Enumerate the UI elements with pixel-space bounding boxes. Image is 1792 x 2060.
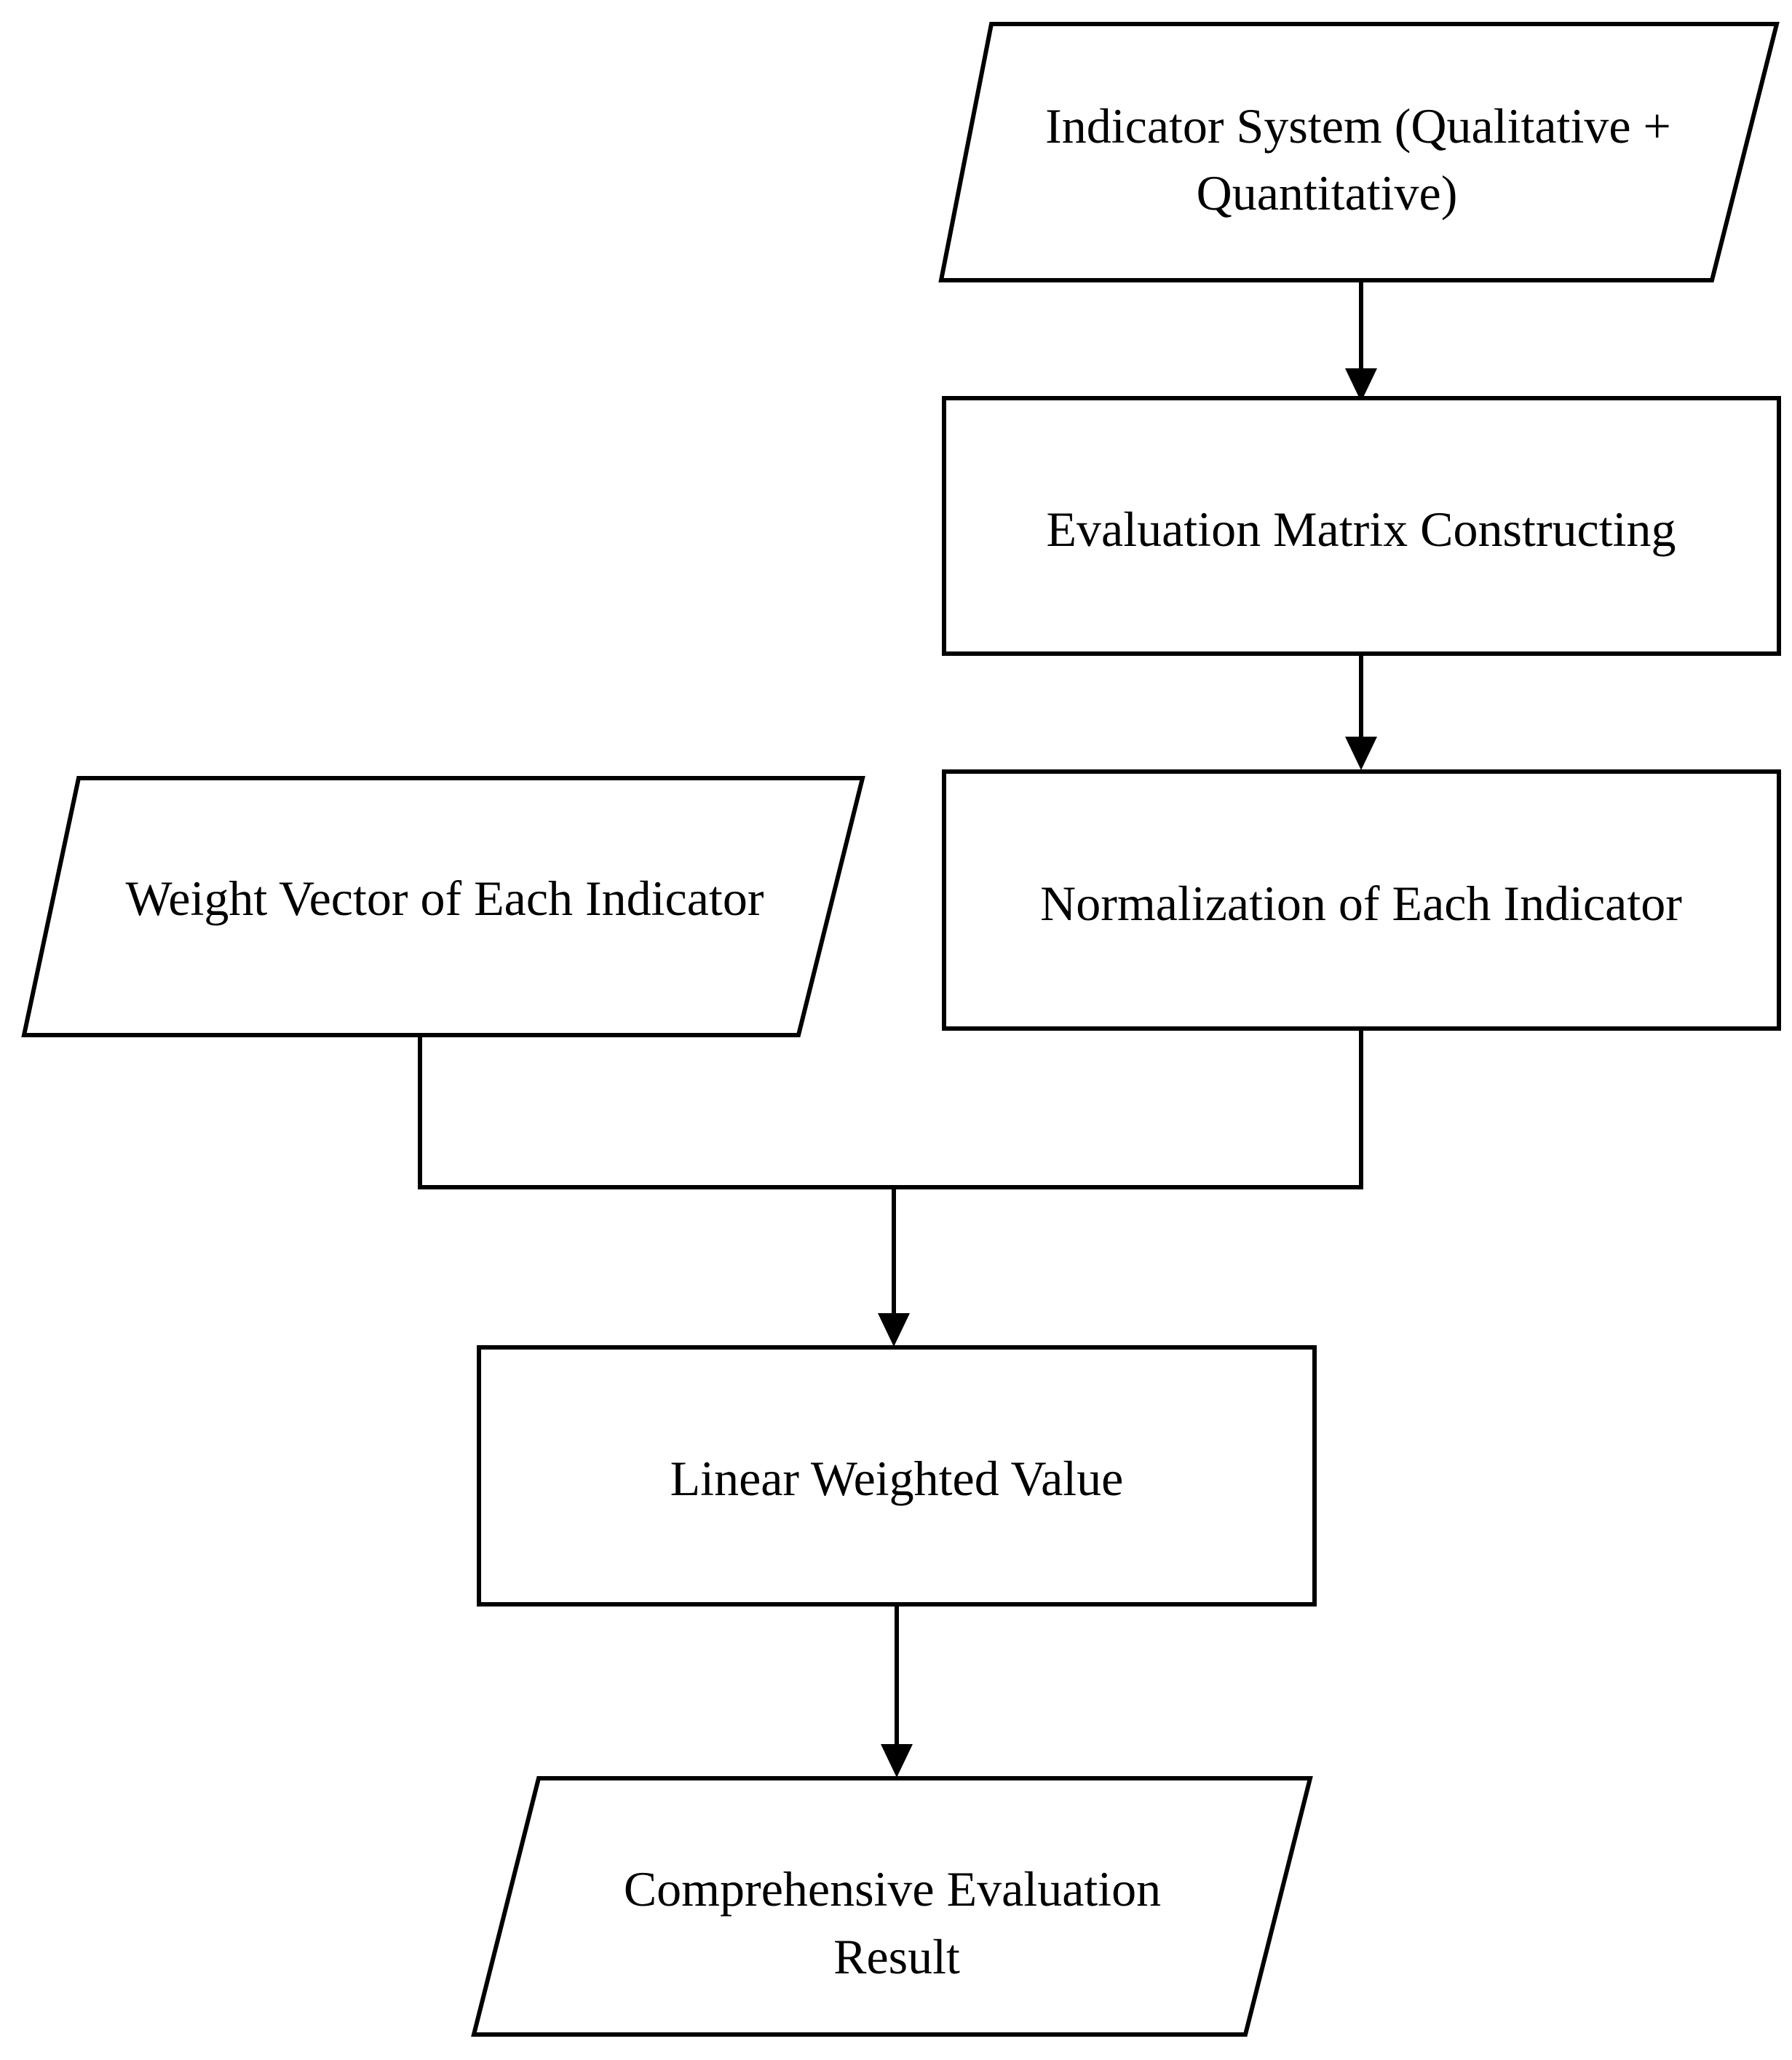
rectangle-shape <box>477 1345 1317 1607</box>
arrowhead-linear-to-result <box>881 1744 913 1778</box>
edge-normalization-to-merge <box>894 1029 1363 1189</box>
arrowhead-matrix-to-normalization <box>1345 737 1377 770</box>
node-normalization: Normalization of Each Indicator <box>942 769 1781 1031</box>
node-weight-vector: Weight Vector of Each Indicator <box>21 776 865 1037</box>
node-result: Comprehensive Evaluation Result <box>471 1776 1313 2037</box>
edge-weight-to-merge <box>418 1029 894 1189</box>
node-label-line-1: Evaluation Matrix Constructing <box>1047 502 1676 557</box>
parallelogram-shape <box>21 776 865 1037</box>
node-evaluation-matrix: Evaluation Matrix Constructing <box>942 396 1781 656</box>
node-label-line-1: Weight Vector of Each Indicator <box>126 871 764 926</box>
parallelogram-shape <box>938 22 1780 282</box>
rectangle-shape <box>942 396 1781 656</box>
arrowhead-indicator-to-matrix <box>1345 368 1377 402</box>
node-label-line-1: Normalization of Each Indicator <box>1040 876 1682 931</box>
node-label-line-2: Result <box>833 1929 960 1984</box>
node-label-line-1: Indicator System (Qualitative + <box>1045 98 1671 154</box>
node-linear-weighted: Linear Weighted Value <box>477 1345 1317 1607</box>
node-label-line-1: Comprehensive Evaluation <box>624 1861 1161 1917</box>
parallelogram-shape <box>471 1776 1313 2037</box>
node-label-line-1: Linear Weighted Value <box>670 1451 1124 1506</box>
node-label-line-2: Quantitative) <box>1197 165 1458 221</box>
rectangle-shape <box>942 769 1781 1031</box>
connectors <box>418 280 1377 1778</box>
arrowhead-merge-to-linear <box>878 1313 910 1347</box>
node-indicator-system: Indicator System (Qualitative + Quantita… <box>938 22 1780 282</box>
